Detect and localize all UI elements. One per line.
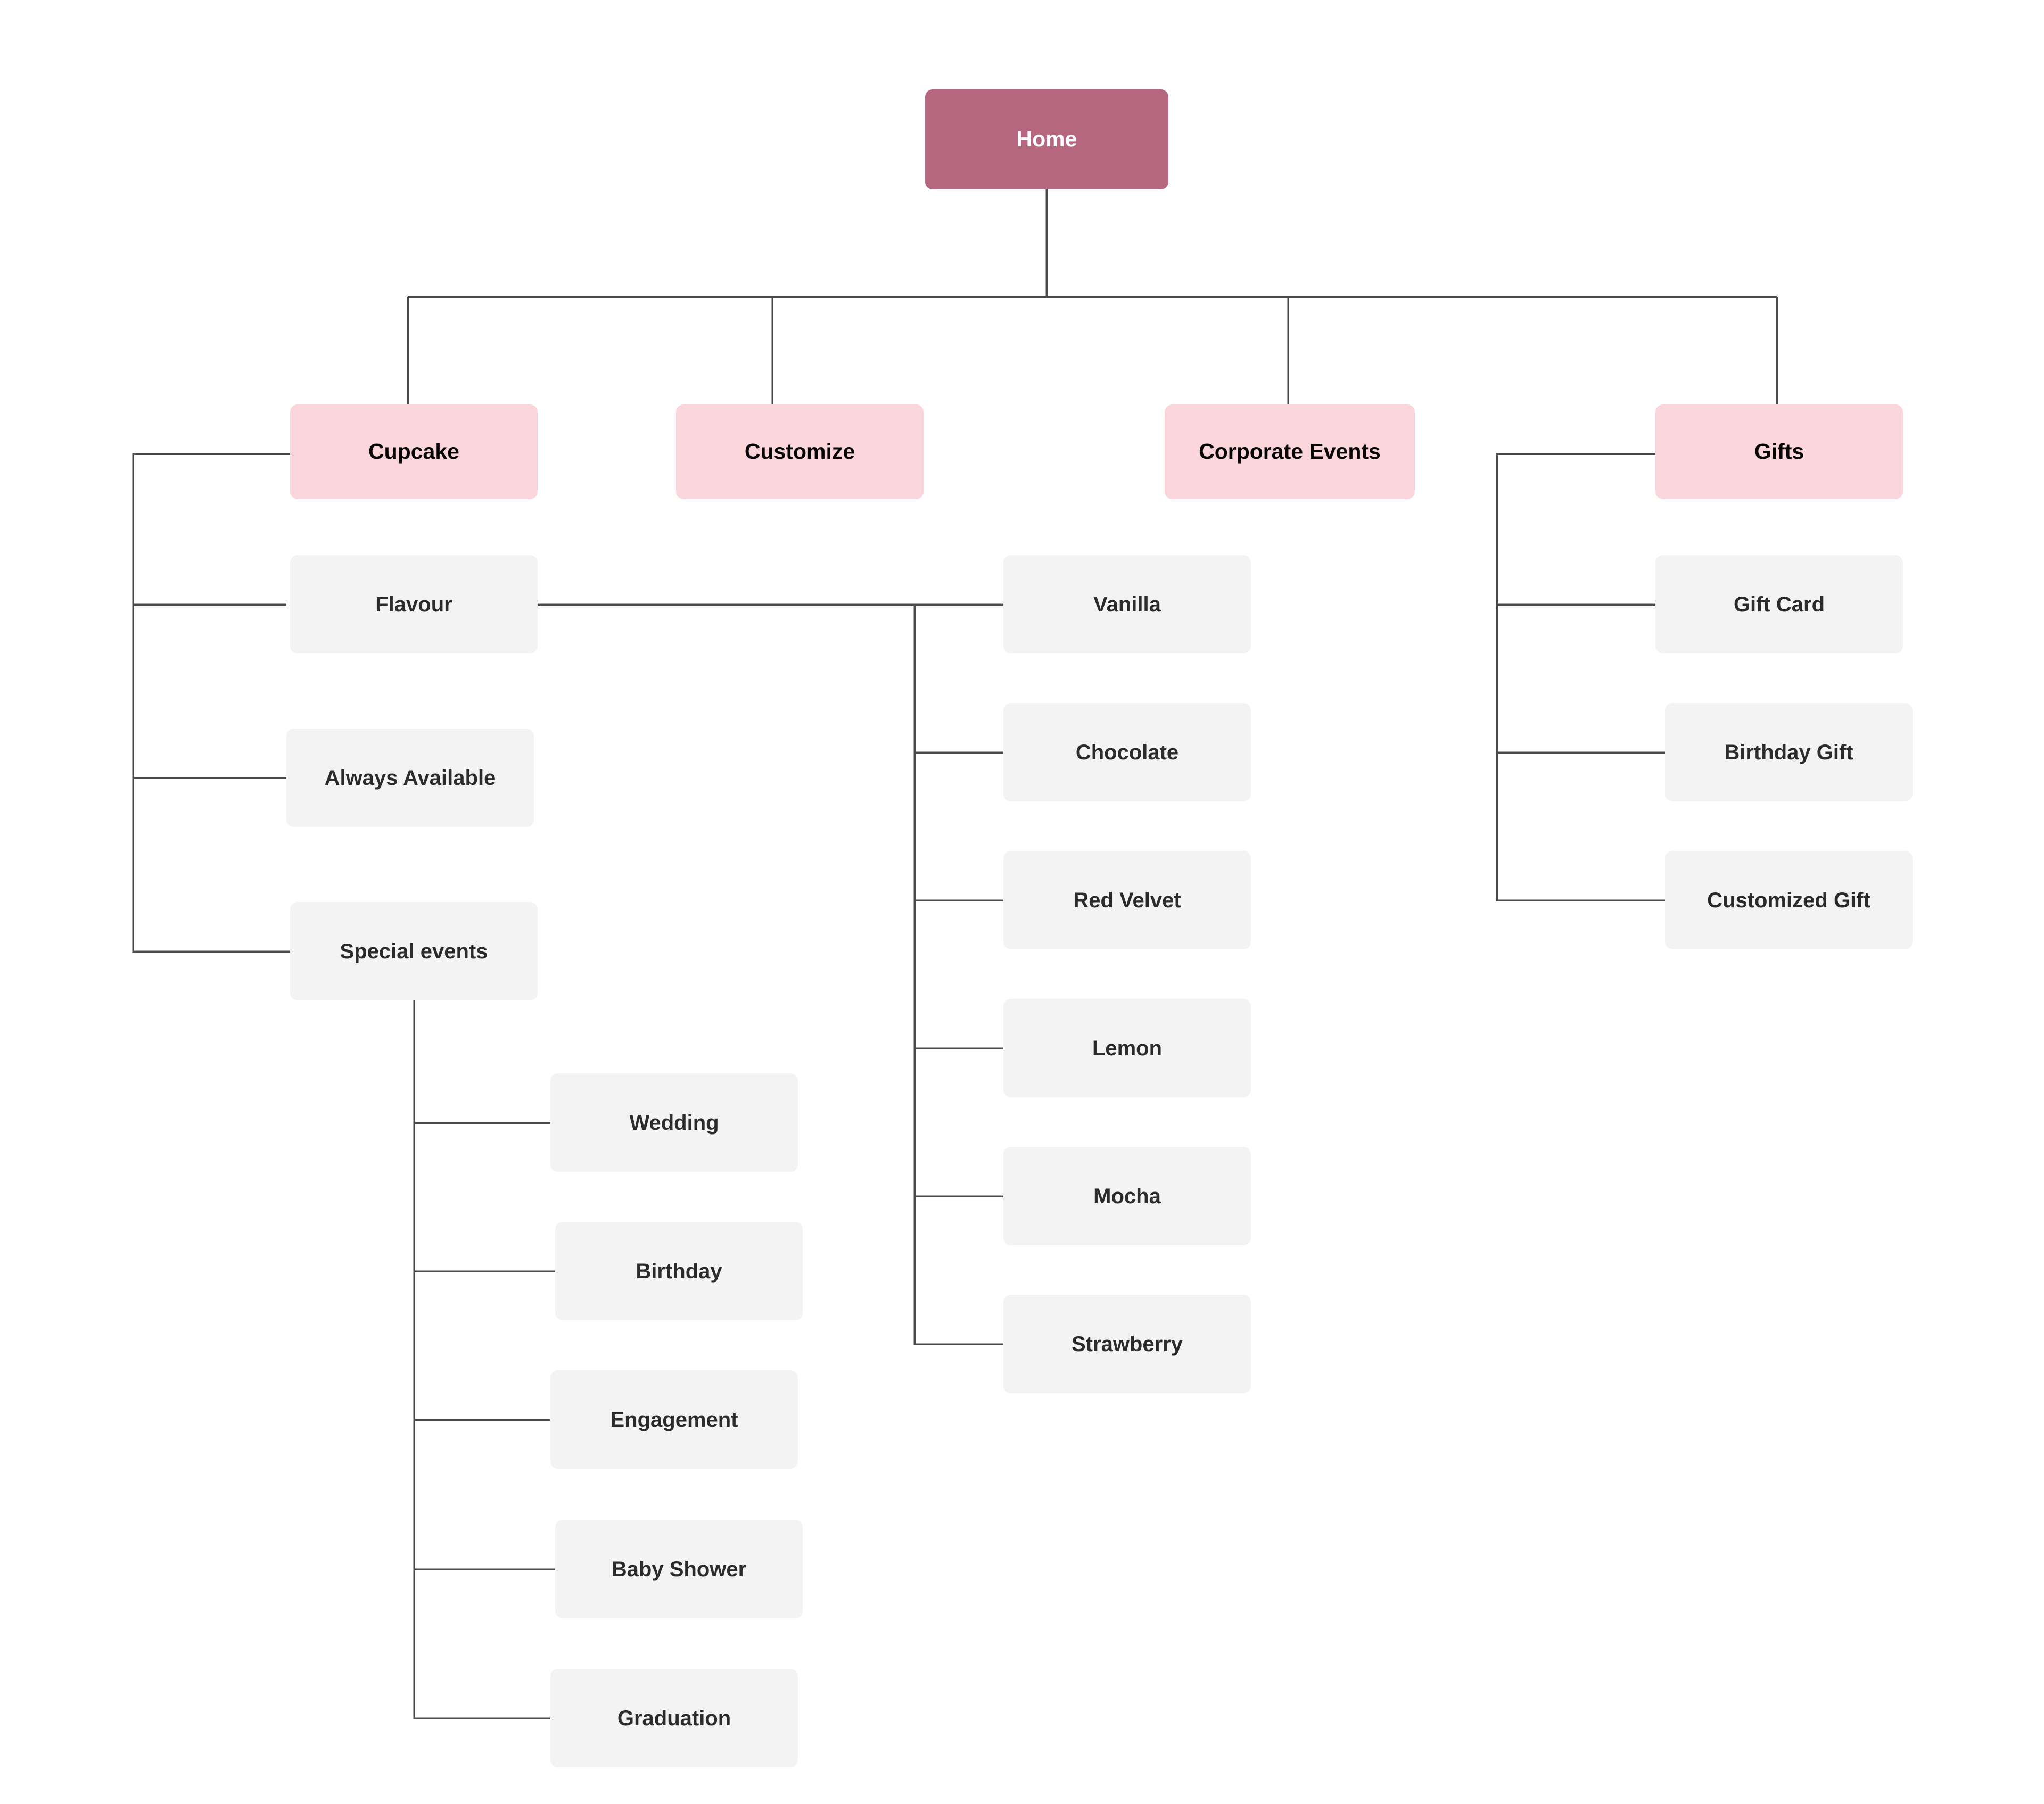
node-birthday-gift[interactable]: Birthday Gift	[1665, 703, 1913, 801]
node-customize[interactable]: Customize	[676, 404, 924, 499]
node-chocolate-label: Chocolate	[1075, 740, 1179, 764]
node-always-available-label: Always Available	[324, 766, 496, 790]
node-vanilla[interactable]: Vanilla	[1003, 555, 1251, 653]
node-baby-shower[interactable]: Baby Shower	[555, 1520, 803, 1618]
node-engagement[interactable]: Engagement	[550, 1370, 798, 1469]
node-engagement-label: Engagement	[610, 1408, 738, 1431]
node-always-available[interactable]: Always Available	[286, 729, 534, 827]
node-flavour[interactable]: Flavour	[290, 555, 538, 653]
node-cupcake[interactable]: Cupcake	[290, 404, 538, 499]
node-gift-card-label: Gift Card	[1733, 592, 1825, 616]
node-vanilla-label: Vanilla	[1093, 592, 1161, 616]
node-red-velvet-label: Red Velvet	[1073, 888, 1181, 912]
node-special-events-label: Special events	[340, 939, 488, 963]
node-gift-card[interactable]: Gift Card	[1655, 555, 1903, 653]
node-chocolate[interactable]: Chocolate	[1003, 703, 1251, 801]
node-special-events[interactable]: Special events	[290, 902, 538, 1000]
node-strawberry-label: Strawberry	[1072, 1332, 1183, 1356]
node-baby-shower-label: Baby Shower	[611, 1557, 747, 1581]
node-wedding[interactable]: Wedding	[550, 1073, 798, 1172]
node-corporate-events-label: Corporate Events	[1199, 439, 1381, 464]
node-birthday-gift-label: Birthday Gift	[1724, 740, 1853, 764]
connector-special-events-trunk	[413, 1000, 550, 1719]
node-gifts-label: Gifts	[1754, 439, 1804, 464]
node-lemon[interactable]: Lemon	[1003, 999, 1251, 1097]
node-cupcake-label: Cupcake	[368, 439, 459, 464]
node-graduation[interactable]: Graduation	[550, 1669, 798, 1767]
node-mocha[interactable]: Mocha	[1003, 1147, 1251, 1245]
node-customize-label: Customize	[744, 439, 855, 464]
node-lemon-label: Lemon	[1092, 1036, 1163, 1060]
node-corporate-events[interactable]: Corporate Events	[1165, 404, 1415, 499]
node-customized-gift-label: Customized Gift	[1707, 888, 1870, 912]
node-customized-gift[interactable]: Customized Gift	[1665, 851, 1913, 949]
node-wedding-label: Wedding	[629, 1111, 719, 1135]
node-birthday[interactable]: Birthday	[555, 1222, 803, 1320]
node-mocha-label: Mocha	[1093, 1184, 1161, 1208]
connector-cupcake-trunk	[132, 453, 290, 953]
node-graduation-label: Graduation	[617, 1706, 731, 1730]
node-home[interactable]: Home	[925, 89, 1168, 189]
node-flavour-label: Flavour	[375, 592, 452, 616]
connector-gifts-trunk	[1496, 453, 1665, 901]
node-birthday-label: Birthday	[636, 1259, 722, 1283]
node-gifts[interactable]: Gifts	[1655, 404, 1903, 499]
node-home-label: Home	[1016, 127, 1077, 152]
node-red-velvet[interactable]: Red Velvet	[1003, 851, 1251, 949]
node-strawberry[interactable]: Strawberry	[1003, 1295, 1251, 1393]
